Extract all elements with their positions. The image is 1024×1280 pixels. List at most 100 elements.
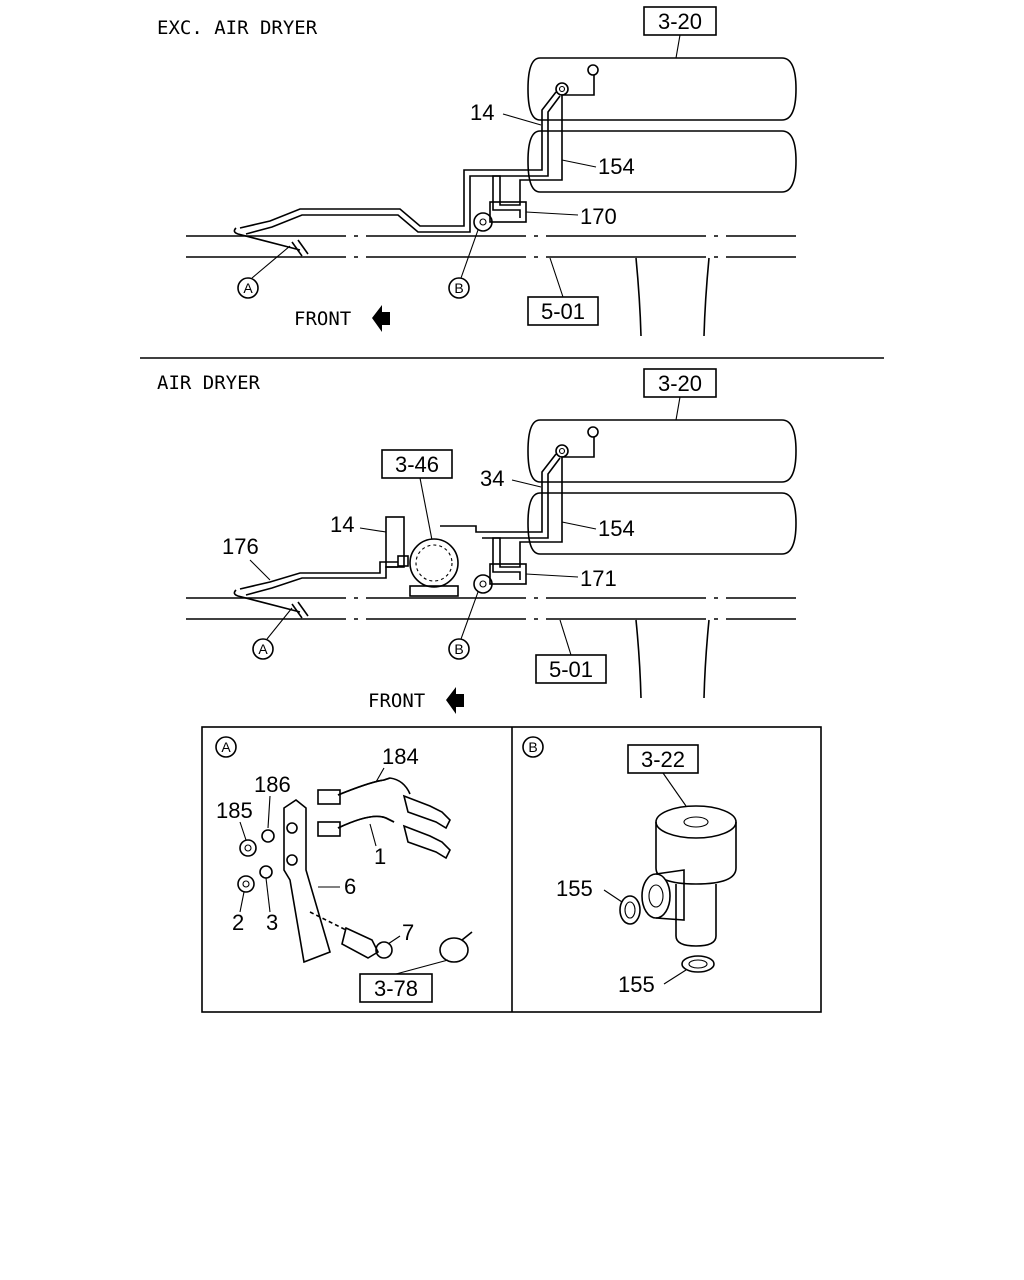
hose-184-end xyxy=(389,777,411,795)
marker-b-label: B xyxy=(454,641,463,657)
leader-line xyxy=(663,969,687,985)
leader-line xyxy=(460,591,479,640)
leader-line xyxy=(419,477,433,541)
air-dryer-cap xyxy=(415,544,453,582)
drain-valve-top xyxy=(655,805,737,839)
leader-line xyxy=(460,229,479,279)
callout-34: 34 xyxy=(480,466,504,491)
callout-155-lower: 155 xyxy=(618,972,655,997)
callout-2: 2 xyxy=(232,910,244,935)
leader-line xyxy=(525,573,579,578)
air-pipe-176-inner xyxy=(245,566,398,596)
drain-valve xyxy=(473,212,493,232)
leader-line xyxy=(251,245,291,279)
drain-valve-cap xyxy=(683,816,709,828)
washer-186 xyxy=(261,829,275,843)
air-pipe-176 xyxy=(239,561,398,590)
front-label: FRONT xyxy=(368,690,425,712)
air-tank-lower xyxy=(527,492,797,555)
hose-connector xyxy=(402,824,451,860)
leader-line xyxy=(249,559,271,581)
leader-line xyxy=(395,959,449,975)
detail-b-marker-label: B xyxy=(528,739,537,755)
air-tank-upper xyxy=(527,57,797,121)
drain-valve-port-sleeve xyxy=(655,869,685,921)
air-pipe-34 xyxy=(440,453,557,533)
detail-b-marker xyxy=(522,736,544,758)
section-exc-air-dryer: EXC. AIR DRYER 3-20 14 154 170 xyxy=(157,6,797,337)
ref-frame-label: 5-01 xyxy=(549,657,593,682)
callout-154: 154 xyxy=(598,516,635,541)
marker-a[interactable] xyxy=(237,277,259,299)
leader-line xyxy=(559,619,572,656)
detail-b: B 3-22 155 155 xyxy=(522,736,737,997)
leader-line xyxy=(603,889,623,903)
bracket-hole xyxy=(286,854,298,866)
hose-coupler xyxy=(291,601,309,619)
callout-14: 14 xyxy=(470,100,494,125)
marker-a[interactable] xyxy=(252,638,274,660)
air-pipe-154 xyxy=(492,437,595,580)
hose-connector xyxy=(402,794,451,830)
drain-valve-port-inner xyxy=(648,884,664,908)
callout-14: 14 xyxy=(330,512,354,537)
crossmember xyxy=(635,619,642,699)
marker-b[interactable] xyxy=(448,277,470,299)
drain-valve xyxy=(473,574,493,594)
marker-a-label: A xyxy=(258,641,268,657)
ref-tank-label: 3-20 xyxy=(658,9,702,34)
leader-line xyxy=(239,821,247,841)
tank-fitting-core xyxy=(558,85,566,93)
bolt-7 xyxy=(341,926,380,959)
washer-155 xyxy=(619,895,641,925)
leader-line xyxy=(525,211,579,216)
tank-fitting xyxy=(555,444,569,458)
marker-b[interactable] xyxy=(448,638,470,660)
ref-clip-label: 3-78 xyxy=(374,976,418,1001)
hose-clip-tab xyxy=(461,931,473,941)
drain-valve-body xyxy=(655,822,737,885)
air-pipe-34-inner xyxy=(482,457,561,539)
callout-154: 154 xyxy=(598,154,635,179)
crossmember xyxy=(703,257,710,337)
leader-line xyxy=(561,521,597,530)
marker-a-label: A xyxy=(243,280,253,296)
callout-185: 185 xyxy=(216,798,253,823)
drain-valve-port xyxy=(641,873,671,919)
hose-end xyxy=(233,589,301,613)
hose-clip xyxy=(439,937,469,963)
leader-line xyxy=(266,607,293,640)
callout-3: 3 xyxy=(266,910,278,935)
bolt-axis xyxy=(309,911,347,931)
tank-fitting xyxy=(587,426,599,438)
tank-fitting xyxy=(587,64,599,76)
leader-line xyxy=(675,34,681,59)
washer-155-lower xyxy=(681,955,715,973)
tank-fitting-core xyxy=(558,447,566,455)
leader-line xyxy=(375,767,385,783)
leader-line xyxy=(359,527,387,533)
leader-line xyxy=(239,891,245,913)
leader-line xyxy=(511,479,542,488)
hose-fitting xyxy=(317,789,341,805)
bracket-hole xyxy=(286,822,298,834)
nut-2 xyxy=(237,875,255,893)
air-dryer xyxy=(409,538,459,588)
air-pipe-154 xyxy=(492,75,595,218)
bolt-head xyxy=(375,941,393,959)
callout-155: 155 xyxy=(556,876,593,901)
hose-1-inner xyxy=(337,815,395,829)
callout-184: 184 xyxy=(382,744,419,769)
hose-184-inner xyxy=(337,777,391,796)
leader-line xyxy=(675,396,681,421)
ref-air-dryer-label: 3-46 xyxy=(395,452,439,477)
ref-box-air-dryer[interactable] xyxy=(381,449,453,479)
leader-line xyxy=(265,877,271,913)
washer-3 xyxy=(259,865,273,879)
washer-155-lower-inner xyxy=(688,959,708,969)
callout-186: 186 xyxy=(254,772,291,797)
front-arrow-icon xyxy=(446,687,464,714)
leader-line xyxy=(369,823,377,847)
leader-line xyxy=(387,935,401,945)
